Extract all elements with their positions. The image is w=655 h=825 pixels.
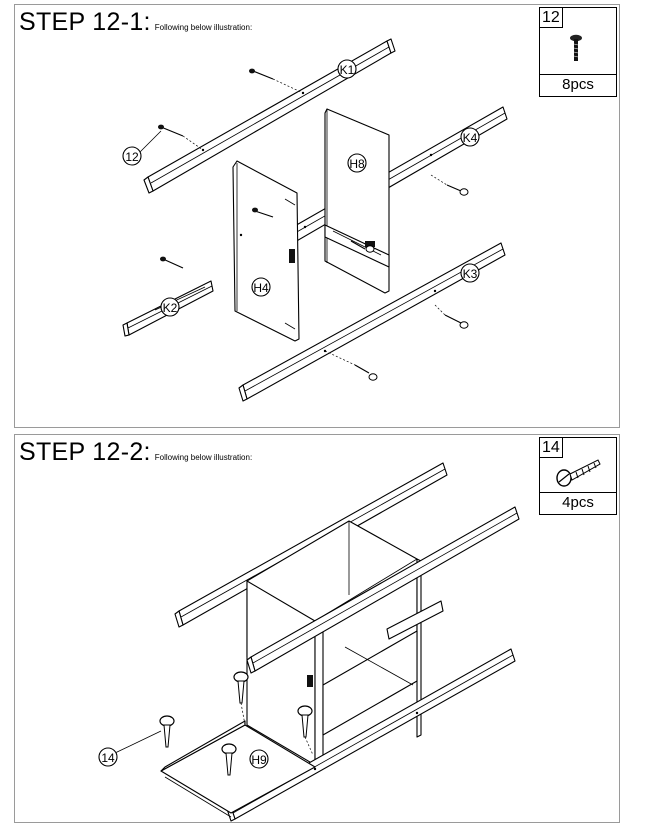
label-h8: H8	[349, 157, 365, 171]
label-k2: K2	[163, 301, 178, 315]
step-12-1-title: STEP 12-1:Following below illustration:	[19, 8, 253, 36]
label-h9: H9	[251, 753, 267, 767]
part-number: 12	[540, 8, 563, 28]
label-h4: H4	[253, 281, 269, 295]
label-screw-14: 14	[101, 751, 115, 765]
callouts-step2: H9 14	[98, 730, 269, 769]
label-k1: K1	[340, 63, 355, 77]
rail-k3	[238, 242, 506, 402]
panel-h9	[160, 720, 316, 818]
part-14-box: 14 4pcs	[539, 437, 617, 515]
wood-screw-icon	[540, 438, 616, 492]
screws-step1	[158, 68, 469, 381]
label-k3: K3	[463, 267, 478, 281]
part-quantity: 4pcs	[540, 492, 616, 512]
step-12-2-illustration: H9 14	[98, 462, 520, 822]
callouts-step1: K1 K4 K3 K2 H8 H4 12	[122, 59, 480, 317]
label-screw-12: 12	[125, 150, 139, 164]
step-12-2-title: STEP 12-2:Following below illustration:	[19, 438, 253, 466]
step-12-2-panel: STEP 12-2:Following below illustration: …	[14, 434, 620, 823]
step-12-1-illustration: K1 K4 K3 K2 H8 H4 12	[122, 38, 508, 402]
part-quantity: 8pcs	[540, 74, 616, 94]
panel-h8	[324, 108, 390, 294]
label-k4: K4	[463, 131, 478, 145]
part-12-box: 12 8pcs	[539, 7, 617, 97]
rail-middle	[246, 506, 520, 674]
part-number: 14	[540, 438, 563, 458]
screws-step2	[159, 671, 314, 776]
bolt-icon	[540, 8, 616, 74]
panel-h4	[232, 160, 300, 342]
step-12-1-panel: STEP 12-1:Following below illustration: …	[14, 4, 620, 428]
